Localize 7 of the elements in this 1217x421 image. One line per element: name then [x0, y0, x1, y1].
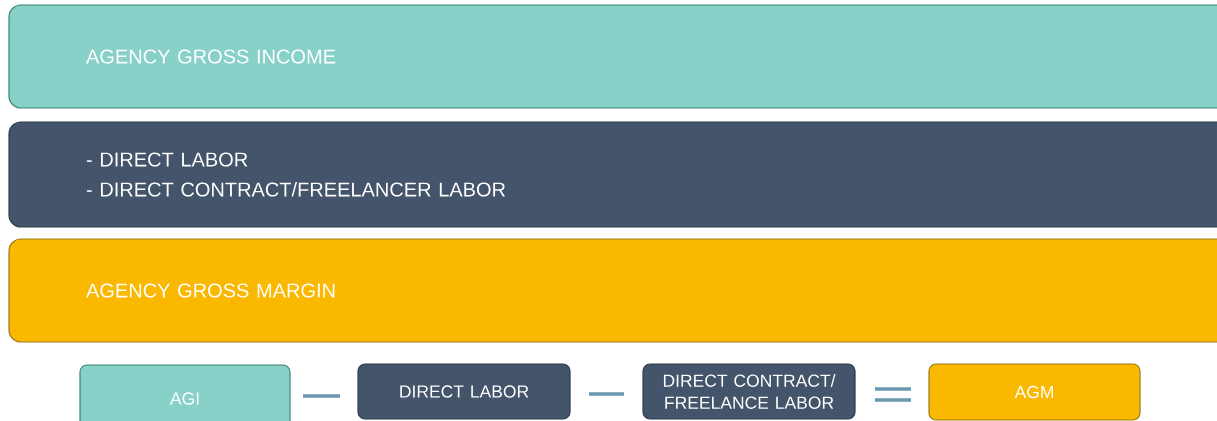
term-box: AGM — [928, 363, 1141, 421]
term-box: DIRECT CONTRACT/ FREELANCE LABOR — [642, 363, 856, 420]
band: AGENCY GROSS MARGIN — [8, 238, 1217, 343]
band: AGENCY GROSS INCOME — [8, 4, 1217, 109]
term-box: AGI — [79, 364, 291, 421]
term-box: DIRECT LABOR — [357, 363, 571, 420]
band: - DIRECT LABOR - DIRECT CONTRACT/FREELANCER LABOR — [8, 121, 1217, 228]
